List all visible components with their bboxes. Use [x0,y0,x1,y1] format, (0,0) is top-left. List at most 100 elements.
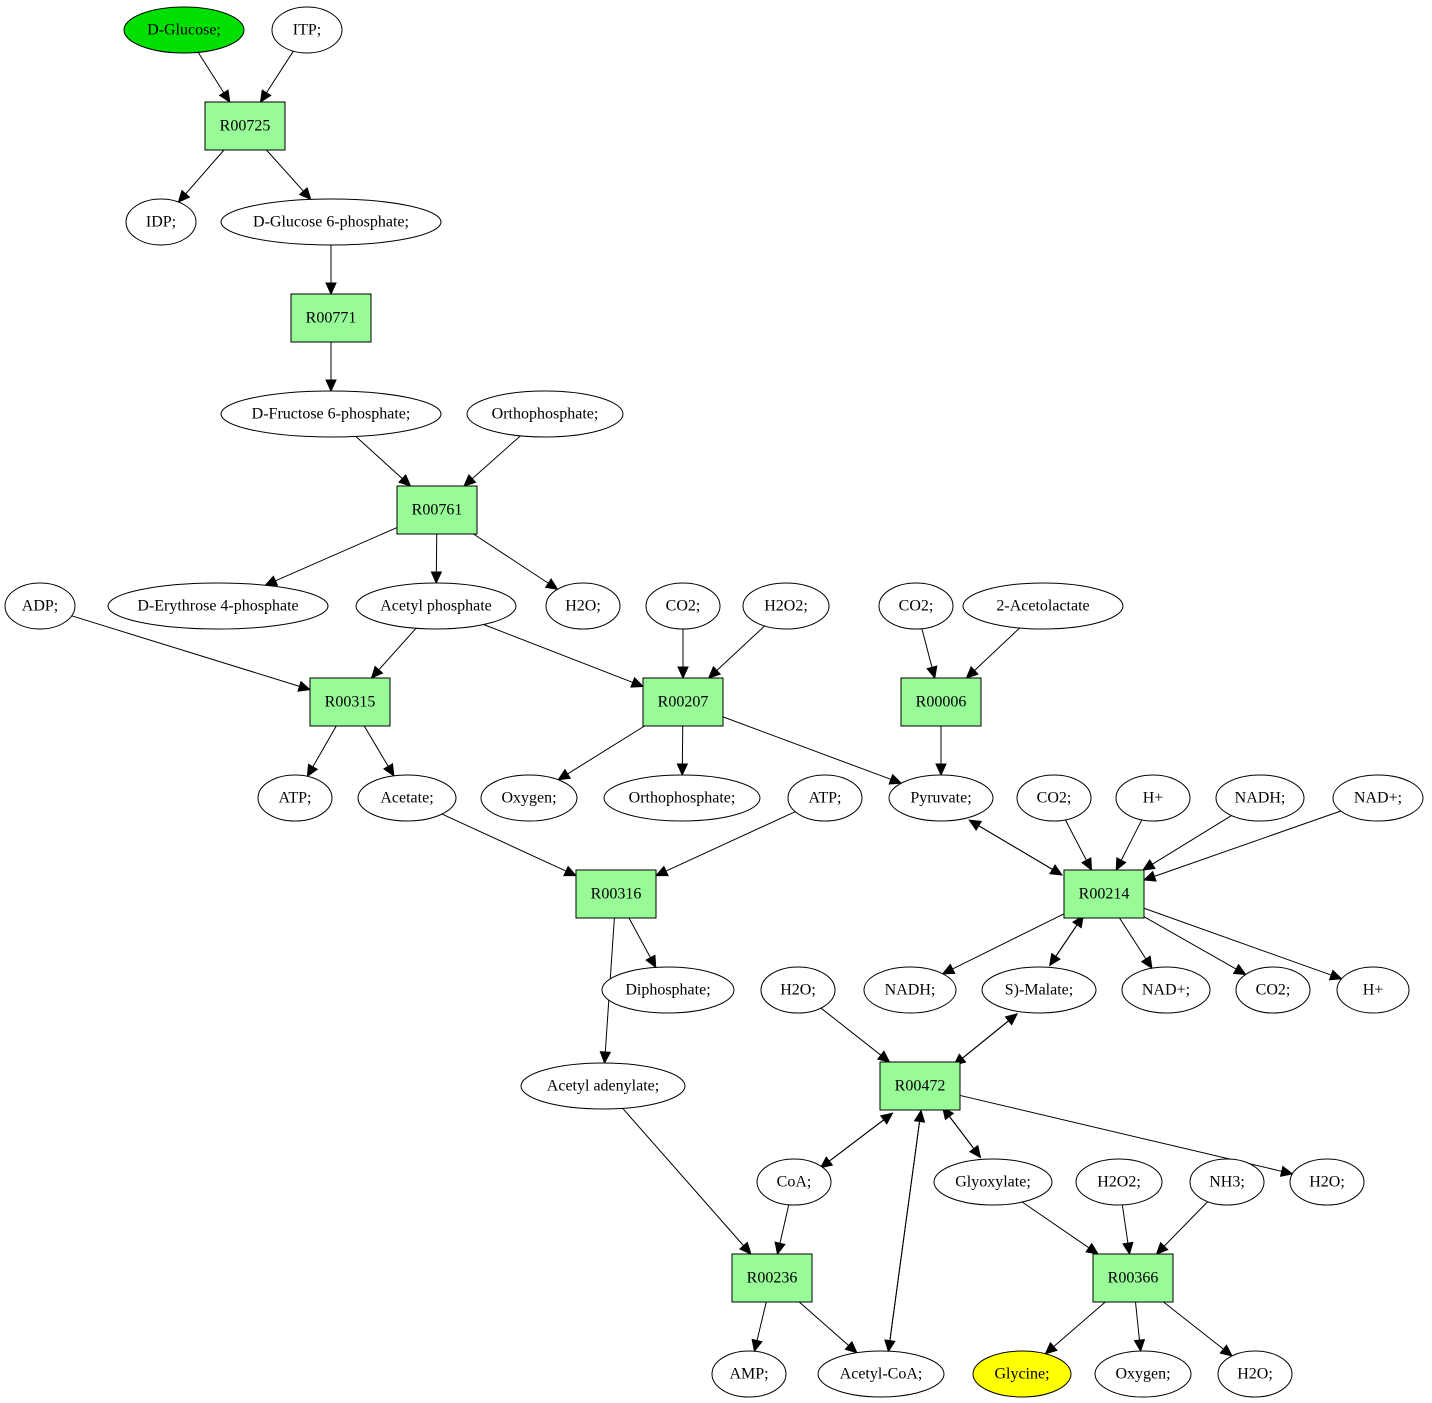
compound-node-adp[interactable]: ADP; [4,582,76,630]
compound-node-co2a[interactable]: CO2; [645,582,721,630]
reaction-box [396,485,478,535]
compound-label: S)-Malate; [1005,982,1073,999]
reaction-node-R00366[interactable]: R00366 [1092,1253,1174,1303]
compound-ellipse [962,582,1124,630]
compound-node-h2o2b[interactable]: H2O2; [1075,1158,1163,1206]
edge-r8-to-co2d [1143,916,1247,976]
reaction-label: R00316 [591,886,642,903]
compound-ellipse [1016,774,1092,822]
edge-nadh1-to-r8 [1141,815,1232,871]
compound-node-acetate[interactable]: Acetate; [357,774,457,822]
compound-node-pyruvate[interactable]: Pyruvate; [888,774,994,822]
compound-ellipse [1094,1350,1192,1398]
compound-label: AMP; [729,1366,768,1383]
compound-node-nh3[interactable]: NH3; [1189,1158,1265,1206]
compound-label: CoA; [777,1174,812,1191]
arrowhead [935,763,947,777]
compound-node-f6p[interactable]: D-Fructose 6-phosphate; [220,390,442,438]
compound-label: Acetyl adenylate; [547,1078,659,1095]
compound-node-coa[interactable]: CoA; [756,1158,832,1206]
compound-label: Diphosphate; [625,982,710,999]
arrowhead [913,1109,926,1123]
arrowhead [370,665,384,679]
compound-node-e4p[interactable]: D-Erythrose 4-phosphate [107,582,329,630]
edge-line [378,627,417,671]
compound-node-dglucose[interactable]: D-Glucose; [123,6,245,54]
compound-node-acetylp[interactable]: Acetyl phosphate [355,582,517,630]
compound-node-nadp1[interactable]: NAD+; [1332,774,1424,822]
edge-line [921,628,933,668]
compound-node-atp2[interactable]: ATP; [787,774,863,822]
reaction-node-R00214[interactable]: R00214 [1063,869,1145,919]
reaction-node-R00315[interactable]: R00315 [309,677,391,727]
compound-node-glycine[interactable]: Glycine; [972,1350,1072,1398]
reaction-node-R00761[interactable]: R00761 [396,485,478,535]
compound-node-co2b[interactable]: CO2; [878,582,954,630]
compound-ellipse [711,1350,787,1398]
edge-line [483,624,633,683]
compound-node-nadh1[interactable]: NADH; [1215,774,1305,822]
compound-node-itp[interactable]: ITP; [271,6,343,54]
reaction-node-R00771[interactable]: R00771 [290,293,372,343]
edge-line [1119,917,1147,960]
edge-line [1021,1201,1090,1249]
compound-node-h2o2[interactable]: H2O; [760,966,836,1014]
compound-ellipse [1121,966,1211,1014]
compound-node-idp[interactable]: IDP; [125,198,197,246]
reaction-node-R00472[interactable]: R00472 [879,1061,961,1111]
edge-line [473,533,549,584]
compound-node-amp[interactable]: AMP; [711,1350,787,1398]
reaction-label: R00472 [895,1078,946,1095]
compound-node-acetyladenylate[interactable]: Acetyl adenylate; [520,1062,686,1110]
arrowhead [557,768,572,781]
reaction-node-R00236[interactable]: R00236 [731,1253,813,1303]
compound-node-acetylcoa[interactable]: Acetyl-CoA; [817,1350,945,1398]
compound-node-h2o2a[interactable]: H2O2; [742,582,830,630]
arrowhead [1133,1338,1146,1353]
compound-node-glyoxylate[interactable]: Glyoxylate; [933,1158,1053,1206]
compound-ellipse [1075,1158,1163,1206]
compound-node-smalate[interactable]: S)-Malate; [981,966,1097,1014]
compound-node-diphosphate[interactable]: Diphosphate; [601,966,735,1014]
compound-label: ATP; [809,790,842,807]
compound-node-atp1[interactable]: ATP; [257,774,333,822]
compound-node-co2c[interactable]: CO2; [1016,774,1092,822]
edge-co2a-to-r5 [677,629,689,680]
compound-node-hplus2[interactable]: H+ [1336,966,1410,1014]
compound-node-orthop2[interactable]: Orthophosphate; [603,774,761,822]
compound-node-g6p[interactable]: D-Glucose 6-phosphate; [220,198,442,246]
reaction-node-R00725[interactable]: R00725 [204,101,286,151]
compound-node-nadp2[interactable]: NAD+; [1121,966,1211,1014]
arrowhead [707,665,722,679]
arrowhead [298,186,312,201]
arrowhead [1122,1241,1134,1256]
compound-node-hplus1[interactable]: H+ [1115,774,1191,822]
edge-co2c-to-r8 [1064,819,1093,872]
compound-node-oxygen1[interactable]: Oxygen; [480,774,578,822]
compound-node-nadh2[interactable]: NADH; [863,966,957,1014]
arrowhead [888,773,903,785]
compound-node-oxygen2[interactable]: Oxygen; [1094,1350,1192,1398]
reaction-label: R00207 [658,694,709,711]
compound-ellipse [863,966,957,1014]
compound-node-co2d[interactable]: CO2; [1235,966,1311,1014]
compound-node-h2o4[interactable]: H2O; [1217,1350,1293,1398]
arrowhead [1071,914,1084,929]
compound-ellipse [878,582,954,630]
compound-ellipse [756,1158,832,1206]
arrowhead [1279,1165,1294,1177]
edge-r10-to-amp [751,1301,767,1353]
compound-node-acetolactate[interactable]: 2-Acetolactate [962,582,1124,630]
reaction-node-R00316[interactable]: R00316 [575,869,657,919]
edge-r3-to-acetylp [430,533,443,585]
compound-ellipse [480,774,578,822]
compound-node-h2o3[interactable]: H2O; [1289,1158,1365,1206]
reaction-node-R00006[interactable]: R00006 [900,677,982,727]
edge-f6p-to-r3 [355,436,412,487]
compound-node-orthop1[interactable]: Orthophosphate; [466,390,624,438]
reaction-node-R00207[interactable]: R00207 [642,677,724,727]
compound-label: D-Erythrose 4-phosphate [137,598,298,615]
compound-node-h2o1[interactable]: H2O; [545,582,621,630]
compound-label: Oxygen; [1115,1366,1170,1383]
